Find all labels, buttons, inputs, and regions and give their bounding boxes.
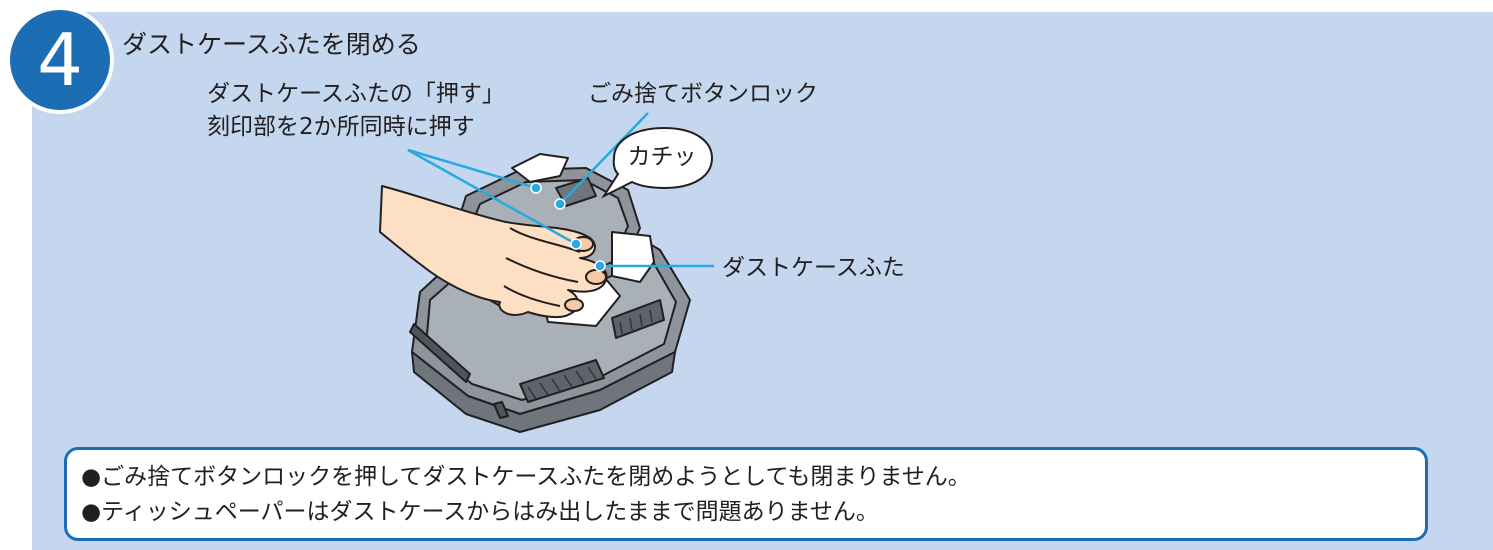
note-line: ●ごみ捨てボタンロックを押してダストケースふたを閉めようとしても閉まりません。 <box>81 464 971 490</box>
step-title: ダストケースふたを閉める <box>122 30 421 59</box>
leader-line-press-lower <box>407 148 577 246</box>
step-number-badge: 4 <box>6 6 114 114</box>
press-marks-callout-line2: 刻印部を2か所同時に押す <box>207 114 475 140</box>
notes-box: ●ごみ捨てボタンロックを押してダストケースふたを閉めようとしても閉まりません。 … <box>64 447 1428 541</box>
leader-line-press-upper <box>407 148 537 190</box>
press-marks-callout: ダストケースふたの「押す」 刻印部を2か所同時に押す <box>207 78 505 144</box>
leader-dots <box>530 182 606 272</box>
step-number: 4 <box>37 18 83 102</box>
note-line: ●ティッシュペーパーはダストケースからはみ出したままで問題ありません。 <box>81 499 879 525</box>
press-marks-callout-line1: ダストケースふたの「押す」 <box>207 81 505 107</box>
dust-case-lid-callout: ダストケースふた <box>722 255 905 281</box>
lock-button-callout: ごみ捨てボタンロック <box>588 81 818 107</box>
click-sound-label: カチッ <box>627 144 697 170</box>
leader-lines <box>407 112 714 268</box>
click-speech-bubble <box>601 126 714 199</box>
hand <box>379 185 608 319</box>
leader-line-lock <box>559 112 649 205</box>
